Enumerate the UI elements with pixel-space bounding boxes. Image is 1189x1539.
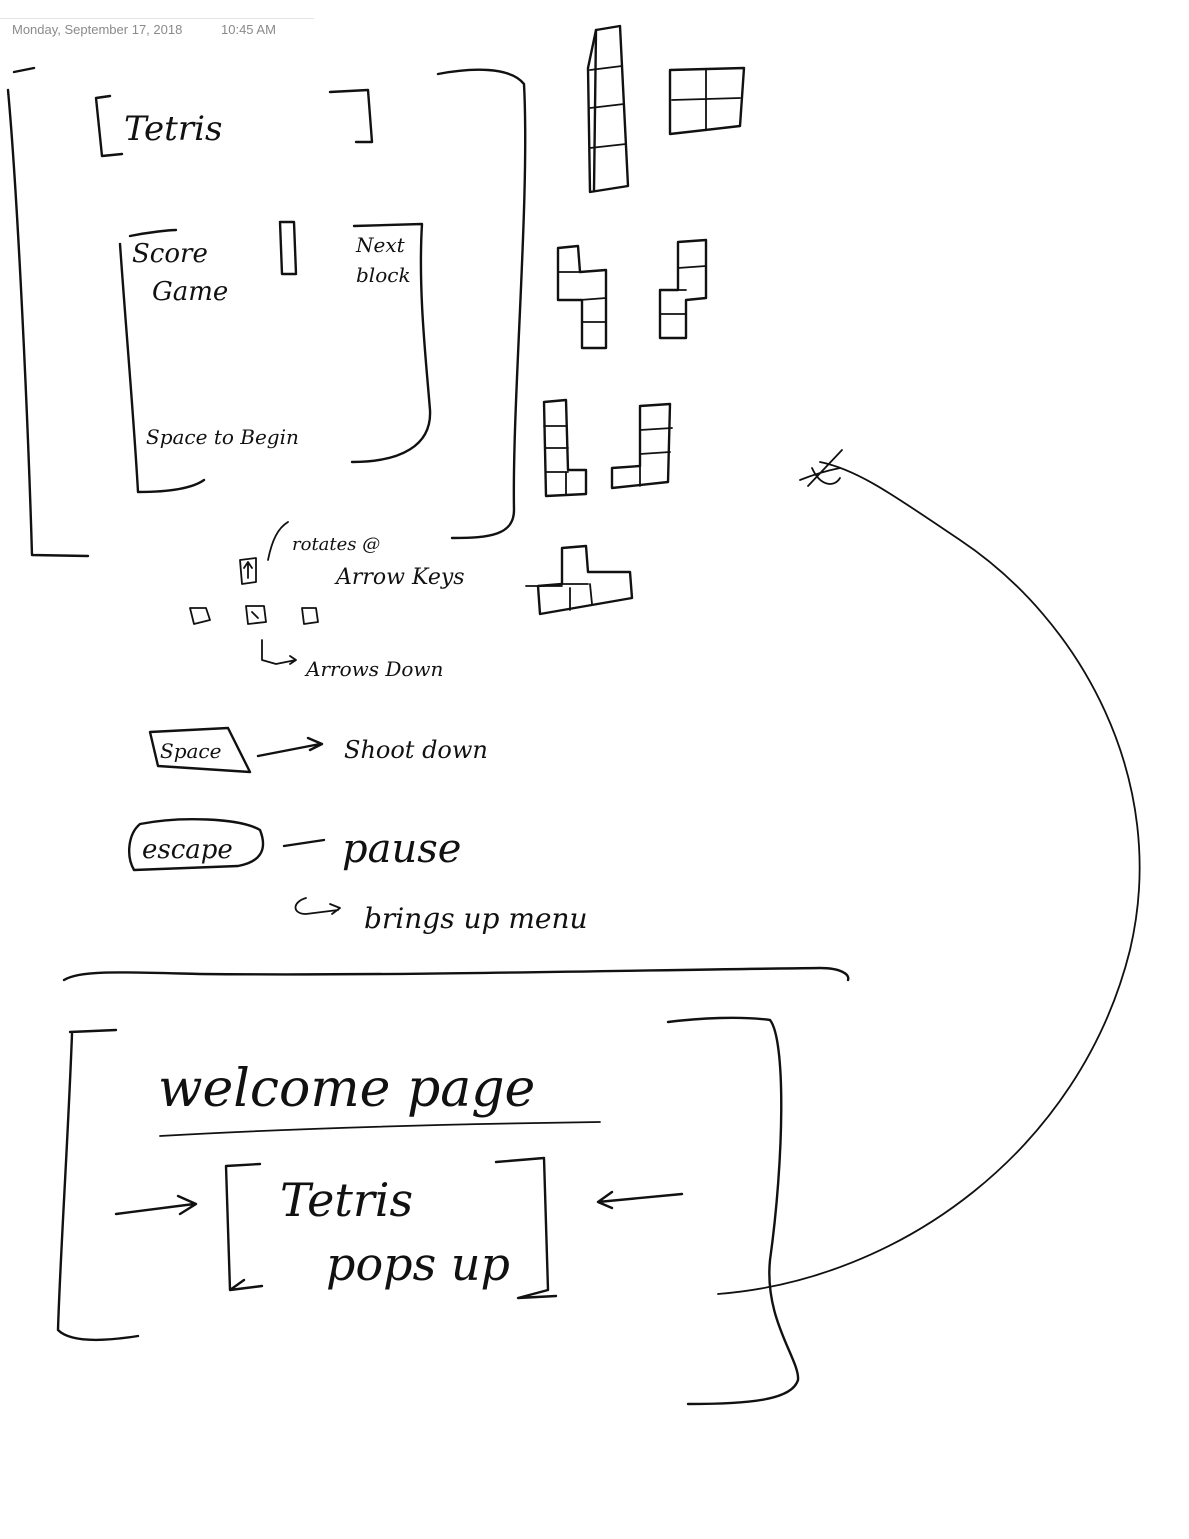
score-label: Score xyxy=(132,239,208,269)
falling-block-sketch xyxy=(278,220,298,276)
tetromino-sketches xyxy=(525,24,746,616)
popup-bracket: Tetris pops up xyxy=(224,1156,558,1300)
note-date: Monday, September 17, 2018 xyxy=(12,22,183,37)
o-piece-sketch xyxy=(668,66,746,136)
game-screen-frame xyxy=(6,66,527,558)
i-piece-sketch xyxy=(586,24,630,194)
s-piece-sketch xyxy=(556,244,608,350)
rotate-arrow xyxy=(267,521,289,561)
next-block-line1: Next xyxy=(355,233,406,257)
left-pointer-arrow xyxy=(114,1194,198,1216)
next-block-line2: block xyxy=(356,263,411,287)
arrow-keys-label: Arrow Keys xyxy=(334,565,465,590)
arrows-down-label: Arrows Down xyxy=(304,657,443,681)
t-piece-sketch xyxy=(525,544,634,616)
next-block-label: Next block xyxy=(355,233,411,287)
header-rule xyxy=(0,18,314,19)
welcome-page-frame: welcome page xyxy=(56,1016,800,1406)
popup-text: Tetris pops up xyxy=(280,1173,510,1291)
space-key-label: Space xyxy=(160,739,221,763)
flow-connector xyxy=(717,461,1141,1295)
game-label: Game xyxy=(152,277,228,307)
game-title: Tetris xyxy=(124,109,222,149)
welcome-title: welcome page xyxy=(158,1059,535,1119)
controls-notes: rotates @ Arrow Keys Arrows Down Space S… xyxy=(128,521,588,935)
title-bracket: Tetris xyxy=(94,88,374,158)
j-piece-sketch xyxy=(610,402,673,490)
escape-result: brings up menu xyxy=(364,902,588,935)
right-pointer-arrow xyxy=(596,1190,684,1210)
l-piece-sketch xyxy=(542,398,588,498)
section-divider xyxy=(62,966,850,982)
z-piece-sketch xyxy=(658,238,708,340)
arrow-keys-row-sketch xyxy=(189,605,319,625)
down-hook-arrow xyxy=(261,639,297,665)
connector-endpoint-mark xyxy=(799,449,843,487)
popup-line1: Tetris xyxy=(280,1173,413,1227)
escape-action: pause xyxy=(342,826,461,872)
escape-dash xyxy=(282,838,326,848)
popup-line2: pops up xyxy=(326,1237,510,1291)
up-arrow-key-sketch xyxy=(239,557,257,585)
escape-key-label: escape xyxy=(142,835,233,865)
note-time: 10:45 AM xyxy=(221,22,276,37)
start-hint: Space to Begin xyxy=(146,425,299,449)
space-action: Shoot down xyxy=(344,736,488,764)
space-arrow xyxy=(256,736,324,758)
menu-arrow xyxy=(294,897,341,915)
game-panel: Score Game Next block Space to Begin xyxy=(118,220,432,494)
escape-key-sketch: escape xyxy=(128,818,265,872)
rotate-note: rotates @ xyxy=(292,534,380,555)
space-key-sketch: Space xyxy=(148,726,252,774)
welcome-title-underline xyxy=(159,1121,601,1137)
